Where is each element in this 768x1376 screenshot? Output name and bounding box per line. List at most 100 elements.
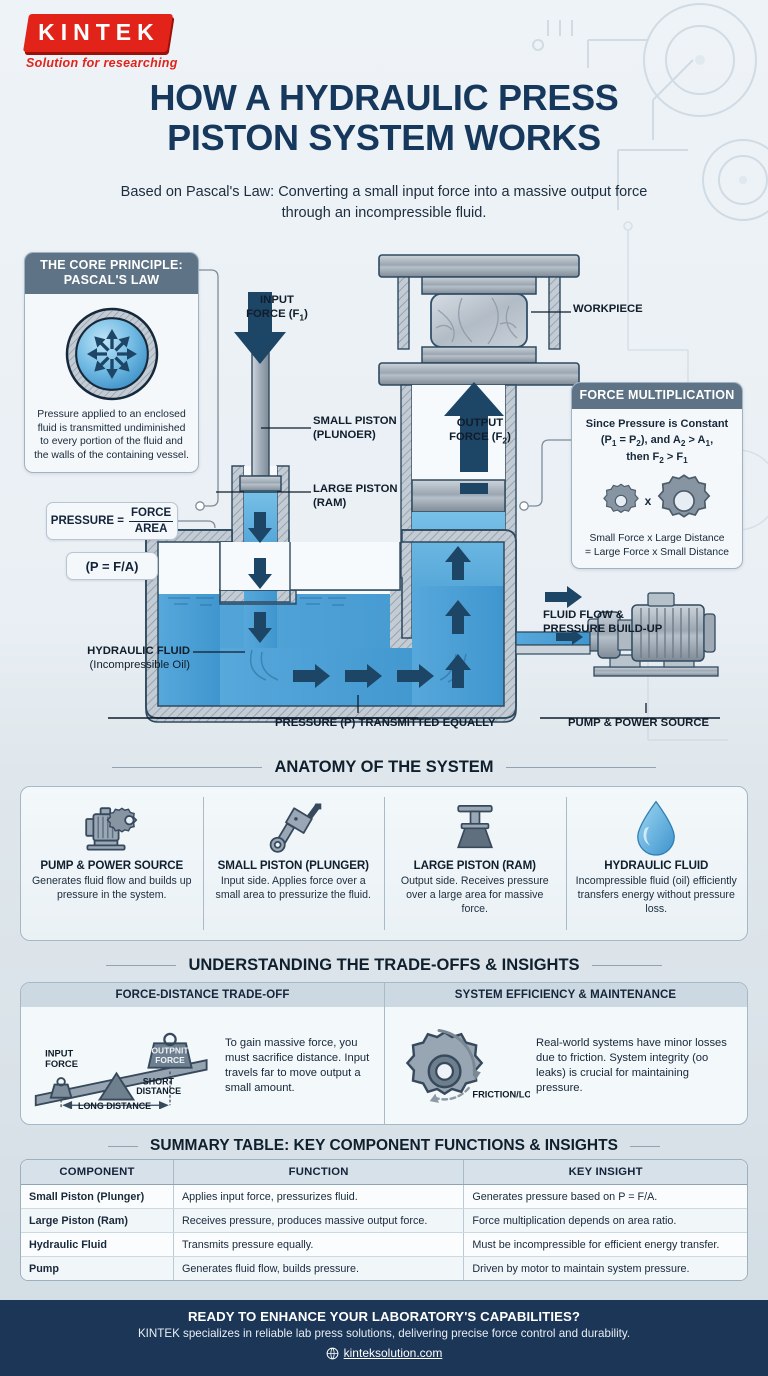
section-header-summary: SUMMARY TABLE: KEY COMPONENT FUNCTIONS &… — [0, 1137, 768, 1155]
column-header-function: FUNCTION — [173, 1160, 465, 1185]
divider-left — [106, 965, 177, 966]
input-force-arrow — [234, 292, 286, 364]
summary-table: COMPONENT FUNCTION KEY INSIGHT Small Pis… — [21, 1160, 747, 1280]
footer-cta-headline: READY TO ENHANCE YOUR LABORATORY'S CAPAB… — [187, 1309, 581, 1324]
table-row: Large Piston (Ram) Receives pressure, pr… — [21, 1208, 747, 1233]
gear-multiply-operator: x — [644, 494, 652, 509]
summary-table-wrapper: COMPONENT FUNCTION KEY INSIGHT Small Pis… — [20, 1159, 748, 1281]
section-header-anatomy: ANATOMY OF THE SYSTEM — [0, 758, 768, 777]
logo-tagline: Solution for researching — [26, 56, 178, 70]
label-fluid-flow: FLUID FLOW & PRESSURE BUILD-UP — [543, 609, 663, 635]
table-row: Pump Generates fluid flow, builds pressu… — [21, 1256, 747, 1280]
anatomy-desc: Input side. Applies force over a small a… — [215, 875, 371, 901]
cell-component: Small Piston (Plunger) — [21, 1184, 174, 1209]
logo-wordmark: KINTEK — [22, 14, 173, 52]
section-title-anatomy: ANATOMY OF THE SYSTEM — [274, 758, 494, 776]
small-gear-icon — [602, 483, 639, 514]
svg-text:FORCE: FORCE — [45, 1059, 78, 1069]
cell-key-insight: Must be incompressible for efficient ene… — [463, 1232, 747, 1257]
anatomy-card-hydraulic-fluid: HYDRAULIC FLUID Incompressible fluid (oi… — [565, 787, 748, 940]
cell-function: Applies input force, pressurizes fluid. — [173, 1184, 465, 1209]
tradeoff-right-text: Real-world systems have minor losses due… — [536, 1036, 727, 1094]
label-pressure-transmitted: PRESSURE (P) TRANSMITTED EQUALLY — [275, 717, 496, 729]
weight-label-line2: FORCE — [155, 1055, 185, 1065]
anatomy-card-pump: PUMP & POWER SOURCE Generates fluid flow… — [21, 787, 203, 940]
cell-function: Receives pressure, produces massive outp… — [173, 1208, 465, 1233]
pump-motor-gear-icon — [79, 799, 145, 857]
pump-motor-graphic — [515, 592, 719, 677]
weight-label-line1: OUTPNIT — [151, 1046, 189, 1056]
label-workpiece: WORKPIECE — [573, 303, 643, 315]
label-output-force: OUTPUT FORCE (F2) — [449, 417, 511, 446]
water-droplet-icon — [634, 799, 678, 857]
tradeoff-right-heading: SYSTEM EFFICIENCY & MAINTENANCE — [384, 983, 747, 1007]
tradeoffs-panel: FORCE-DISTANCE TRADE-OFF OUTPNI — [20, 982, 748, 1125]
pressure-formula-fraction: FORCE AREA — [128, 507, 174, 535]
page-title-line2: PISTON SYSTEM WORKS — [167, 117, 601, 159]
footer-link-row[interactable]: kinteksolution.com — [0, 1346, 768, 1360]
divider-left — [112, 767, 263, 768]
label-pump-power-source: PUMP & POWER SOURCE — [568, 717, 710, 729]
fm-line1: Since Pressure is Constant — [585, 418, 729, 430]
friction-loss-label: FRICTION/LOSS — [472, 1089, 530, 1099]
force-multiplication-note: Small Force x Large Distance = Large For… — [585, 533, 729, 558]
core-principle-card: THE CORE PRINCIPLE: PASCAL'S LAW — [24, 252, 199, 473]
divider-right — [591, 965, 662, 966]
brand-logo[interactable]: KINTEK Solution for researching — [22, 14, 196, 70]
lever-seesaw-graphic: OUTPNIT FORCE INPUT FORCE SHORT — [29, 1017, 219, 1114]
diagram-graphics — [108, 254, 720, 723]
footer-cta-bar: READY TO ENHANCE YOUR LABORATORY'S CAPAB… — [0, 1300, 768, 1376]
table-header-row: COMPONENT FUNCTION KEY INSIGHT — [21, 1160, 747, 1185]
anatomy-card-small-piston: SMALL PISTON (PLUNGER) Input side. Appli… — [202, 787, 385, 940]
cell-function: Generates fluid flow, builds pressure. — [173, 1256, 465, 1280]
page-title-line1: HOW A HYDRAULIC PRESS — [149, 77, 619, 118]
tradeoff-system-efficiency: SYSTEM EFFICIENCY & MAINTENANCE — [384, 983, 747, 1124]
table-row: Small Piston (Plunger) Applies input for… — [21, 1184, 747, 1209]
label-small-piston: SMALL PISTON (PLUNOER) — [313, 415, 397, 441]
pressure-formula-label: PRESSURE = — [50, 515, 124, 527]
hydraulic-press-diagram: THE CORE PRINCIPLE: PASCAL'S LAW — [0, 240, 768, 740]
tradeoff-left-text: To gain massive force, you must sacrific… — [225, 1036, 370, 1094]
page-subtitle: Based on Pascal's Law: Converting a smal… — [120, 184, 648, 222]
svg-text:INPUT: INPUT — [45, 1048, 73, 1058]
footer-website-link[interactable]: kinteksolution.com — [343, 1346, 443, 1360]
table-row: Hydraulic Fluid Transmits pressure equal… — [21, 1232, 747, 1257]
cell-key-insight: Force multiplication depends on area rat… — [463, 1208, 747, 1233]
large-gear-icon — [658, 474, 711, 518]
label-input-force: INPUT FORCE (F1) — [246, 294, 308, 323]
svg-text:LONG DISTANCE: LONG DISTANCE — [78, 1101, 151, 1109]
force-multiplication-card: FORCE MULTIPLICATION Since Pressure is C… — [571, 382, 743, 570]
cell-key-insight: Generates pressure based on P = F/A. — [463, 1184, 747, 1209]
logo-text: KINTEK — [38, 19, 160, 45]
force-multiplication-equations: Since Pressure is Constant (P1 = P2), an… — [581, 417, 733, 467]
tradeoff-left-heading: FORCE-DISTANCE TRADE-OFF — [21, 983, 384, 1007]
piston-connecting-rod-icon — [263, 799, 323, 857]
column-header-component: COMPONENT — [21, 1160, 174, 1185]
section-header-tradeoffs: UNDERSTANDING THE TRADE-OFFS & INSIGHTS — [0, 956, 768, 975]
anatomy-title: SMALL PISTON (PLUNGER) — [217, 859, 369, 872]
cell-component: Pump — [21, 1256, 174, 1280]
pascal-law-sphere-icon — [65, 307, 158, 401]
section-title-tradeoffs: UNDERSTANDING THE TRADE-OFFS & INSIGHTS — [188, 956, 580, 974]
cell-function: Transmits pressure equally. — [173, 1232, 465, 1257]
anatomy-panel: PUMP & POWER SOURCE Generates fluid flow… — [20, 786, 748, 941]
divider-right — [505, 767, 656, 768]
label-hydraulic-fluid: HYDRAULIC FLUID (Incompressible Oil) — [87, 645, 190, 671]
fraction-numerator: FORCE — [128, 507, 174, 522]
page-title: HOW A HYDRAULIC PRESS PISTON SYSTEM WORK… — [0, 77, 768, 159]
anatomy-title: HYDRAULIC FLUID — [604, 859, 709, 872]
footer-blurb: KINTEK specializes in reliable lab press… — [137, 1327, 631, 1340]
core-principle-heading: THE CORE PRINCIPLE: PASCAL'S LAW — [25, 253, 198, 294]
pressure-formula: PRESSURE = FORCE AREA — [46, 502, 178, 540]
anatomy-card-large-piston: LARGE PISTON (RAM) Output side. Receives… — [384, 787, 566, 940]
anatomy-desc: Incompressible fluid (oil) efficiently t… — [575, 875, 737, 915]
label-large-piston: LARGE PISTON (RAM) — [313, 483, 398, 509]
output-force-arrow — [444, 382, 504, 494]
anatomy-desc: Output side. Receives pressure over a la… — [400, 875, 549, 915]
globe-icon — [326, 1347, 339, 1359]
column-header-key-insight: KEY INSIGHT — [463, 1160, 747, 1185]
cell-key-insight: Driven by motor to maintain system press… — [472, 1262, 690, 1275]
friction-gear-graphic: FRICTION/LOSS — [400, 1017, 544, 1114]
fm-line3: then F2 > F1 — [626, 451, 688, 466]
